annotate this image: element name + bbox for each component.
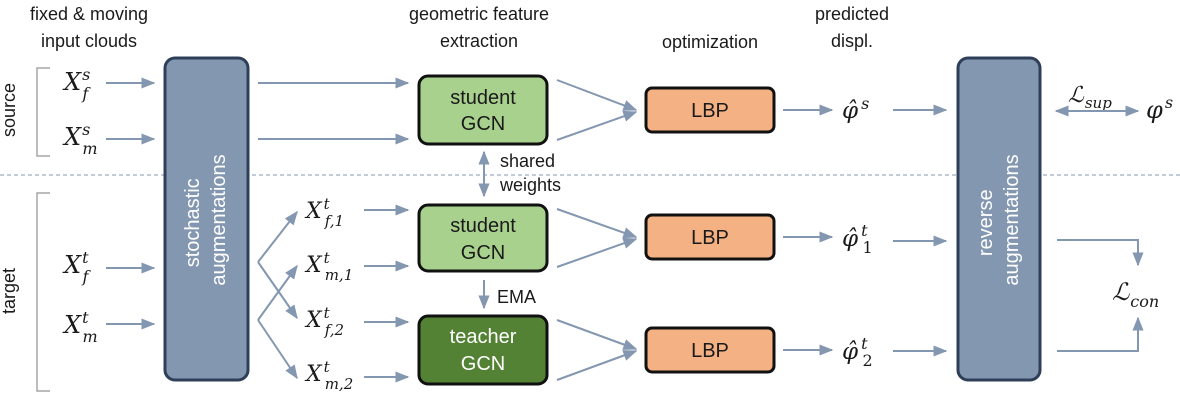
arrow-reverse-to-con-top — [1057, 239, 1144, 267]
student-gcn-source-line1: student — [450, 87, 516, 109]
lbp-target2-label: LBP — [691, 340, 729, 362]
shared-weights-line2: weights — [499, 175, 561, 195]
arrow-teacher-to-lbp-bottom — [556, 350, 638, 381]
arrow-student-tgt-to-lbp-bottom — [556, 237, 638, 268]
arrow-teacher-to-lbp-top — [556, 319, 638, 350]
arrow-reverse-to-con-bottom — [1057, 316, 1144, 352]
lbp-target1-block — [644, 213, 776, 261]
source-bracket — [36, 67, 50, 157]
arrow-aug-to-xf2 — [257, 261, 298, 320]
lbp-target2-block — [644, 326, 776, 374]
arrow-aug-to-xm1 — [257, 264, 298, 321]
phi-hat-source-symbol: φ̂s — [842, 94, 869, 124]
reverse-augmentations-block — [956, 56, 1042, 382]
arrow-aug-to-xf1 — [257, 210, 298, 263]
lbp-target1-label: LBP — [691, 227, 729, 249]
student-gcn-source-block — [417, 74, 549, 146]
lbp-source-block — [644, 86, 776, 134]
source-label: source — [0, 83, 19, 137]
arrow-student-tgt-to-lbp-top — [556, 208, 638, 239]
arrow-aug-to-xm2 — [257, 319, 298, 380]
flow-arrows — [106, 77, 1144, 383]
arrow-student-src-to-lbp-bottom — [556, 110, 638, 141]
header-predicted-line1: predicted — [815, 4, 889, 24]
ema-label: EMA — [497, 287, 536, 307]
header-input-line2: input clouds — [41, 31, 137, 51]
header-feature-line1: geometric feature — [409, 4, 549, 24]
header-feature-line2: extraction — [440, 31, 518, 51]
target-label: target — [0, 268, 19, 314]
header-predicted-line2: displ. — [831, 31, 873, 51]
header-optimization: optimization — [662, 32, 758, 52]
teacher-gcn-line2: GCN — [461, 353, 505, 375]
arrow-student-src-to-lbp-top — [556, 79, 638, 111]
student-gcn-target-block — [417, 203, 549, 273]
shared-weights-line1: shared — [500, 151, 555, 171]
header-input-line1: fixed & moving — [30, 4, 148, 24]
target-bracket — [36, 192, 50, 392]
stochastic-augmentations-block — [163, 56, 250, 382]
loss-con-symbol: ℒcon — [1112, 278, 1159, 311]
student-gcn-source-line2: GCN — [461, 113, 505, 135]
loss-sup-symbol: ℒsup — [1068, 83, 1112, 112]
reverse-augmentations-label: reverse augmentations — [975, 154, 1023, 285]
lbp-source-label: LBP — [691, 100, 729, 122]
student-gcn-target-line2: GCN — [461, 242, 505, 264]
stochastic-augmentations-label: stochastic augmentations — [182, 154, 230, 285]
teacher-gcn-block — [417, 314, 549, 386]
teacher-gcn-line1: teacher — [450, 326, 517, 348]
student-gcn-target-line1: student — [450, 215, 516, 237]
